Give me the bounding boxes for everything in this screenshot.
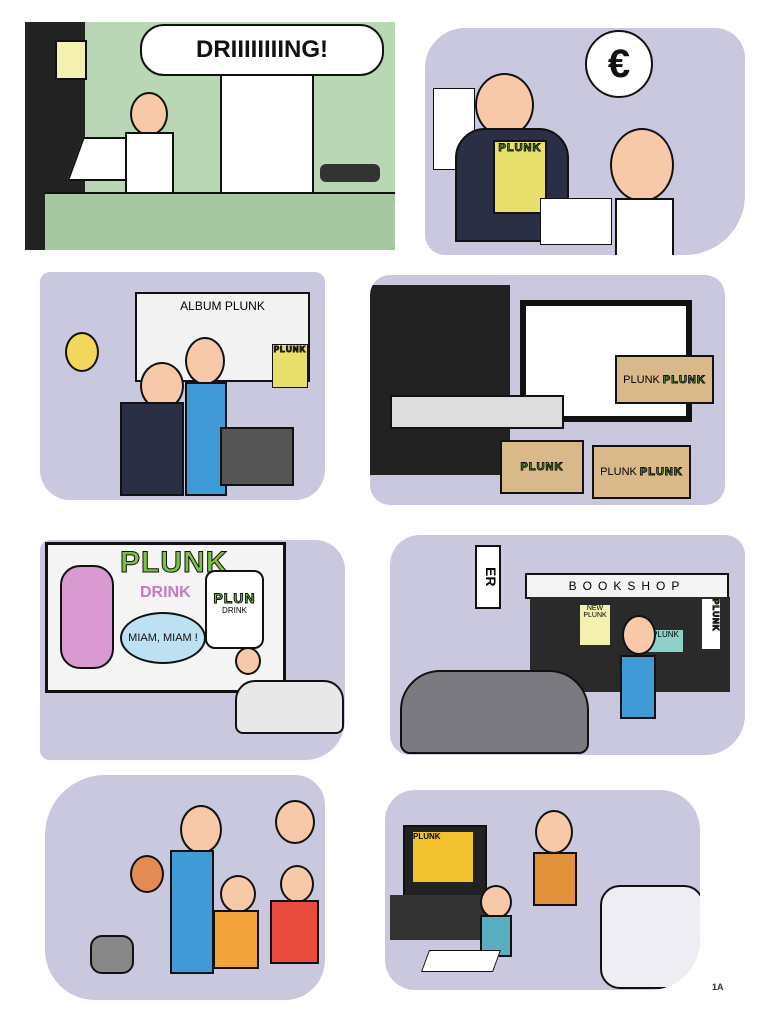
plunk-mascot	[60, 565, 114, 669]
father-shirt	[533, 852, 577, 906]
child-head	[480, 885, 512, 919]
framed-poster	[55, 40, 87, 80]
poster-title: PLUNK	[273, 345, 307, 355]
cartoonist-head	[185, 337, 225, 385]
car	[400, 670, 589, 754]
parked-car	[235, 680, 344, 734]
secretary-head	[65, 332, 99, 372]
desk	[45, 192, 395, 250]
fan-head	[220, 875, 256, 913]
telephone	[320, 164, 380, 182]
cartoonist-shirt	[615, 198, 674, 255]
panel-1-office-phone-ring: DRIIIIIIIING!	[25, 22, 395, 250]
publisher-suit	[120, 402, 184, 496]
drink-bottle: PLUN DRINK	[205, 570, 264, 649]
armchair	[600, 885, 700, 989]
panel-2-phone-call: PLUNK €	[425, 28, 745, 255]
cartoonist-body	[125, 132, 174, 196]
page-number: 1A	[712, 982, 724, 992]
cartoonist-jacket	[620, 655, 656, 719]
street-sign: ER	[475, 545, 501, 609]
pedestrian-head	[235, 647, 261, 675]
bottle-sublabel: DRINK	[222, 606, 247, 615]
panel-3-album-chart-celebration: ALBUM PLUNK PLUNK	[40, 272, 325, 500]
tv-screen: PLUNK	[413, 832, 473, 882]
magazine-title: PLUNK	[498, 142, 542, 155]
speech-bubble: MIAM, MIAM !	[120, 612, 206, 664]
cartoonist-head	[622, 615, 656, 655]
panel-5-billboard-street: PLUNK DRINK PLUN DRINK MIAM, MIAM !	[40, 540, 345, 760]
euro-bubble: €	[585, 30, 653, 98]
new-plunk-poster: NEW PLUNK	[580, 605, 610, 645]
plunk-box: PLUNK	[500, 440, 584, 494]
cat	[90, 935, 134, 974]
billboard-subtitle: DRINK	[140, 584, 191, 601]
cartoonist-head	[610, 128, 674, 202]
cartoonist-head	[180, 805, 222, 854]
printing-machine	[370, 285, 510, 475]
printer-cabinet	[220, 427, 294, 486]
comics-on-floor	[420, 950, 502, 972]
conveyor-belt	[390, 395, 564, 429]
bottle-label: PLUN	[213, 590, 256, 607]
window	[220, 72, 314, 196]
bookshop-sign: BOOKSHOP	[525, 573, 729, 599]
fan-body	[270, 900, 319, 964]
panel-4-printing-factory: PLUNK PLUNK PLUNK PLUNK PLUNK	[370, 275, 725, 505]
panel-6-bookshop: ER BOOKSHOP NEW PLUNK PLUNK PLUNK	[390, 535, 745, 755]
fan-head	[130, 855, 164, 893]
cartoonist-head	[130, 92, 168, 136]
fan-head	[280, 865, 314, 903]
vertical-plunk-sign: PLUNK	[702, 599, 721, 649]
plunk-box-carried: PLUNK PLUNK	[615, 355, 714, 404]
plunk-poster: PLUNK	[272, 344, 308, 388]
panel-8-tv-living-room: PLUNK	[385, 790, 700, 990]
plunk-display-sign: PLUNK	[648, 630, 683, 652]
plunk-magazine: PLUNK	[493, 140, 547, 214]
chart-title: ALBUM PLUNK	[180, 299, 265, 313]
panel-7-fans-autograph	[45, 775, 325, 1000]
father-head	[535, 810, 573, 854]
fan-head	[275, 800, 315, 844]
fan-body	[213, 910, 259, 969]
desk-lamp-desk	[540, 198, 612, 245]
sound-effect-bubble: DRIIIIIIIING!	[140, 24, 384, 76]
plunk-box: PLUNK PLUNK	[592, 445, 691, 499]
cartoonist-jacket	[170, 850, 214, 974]
